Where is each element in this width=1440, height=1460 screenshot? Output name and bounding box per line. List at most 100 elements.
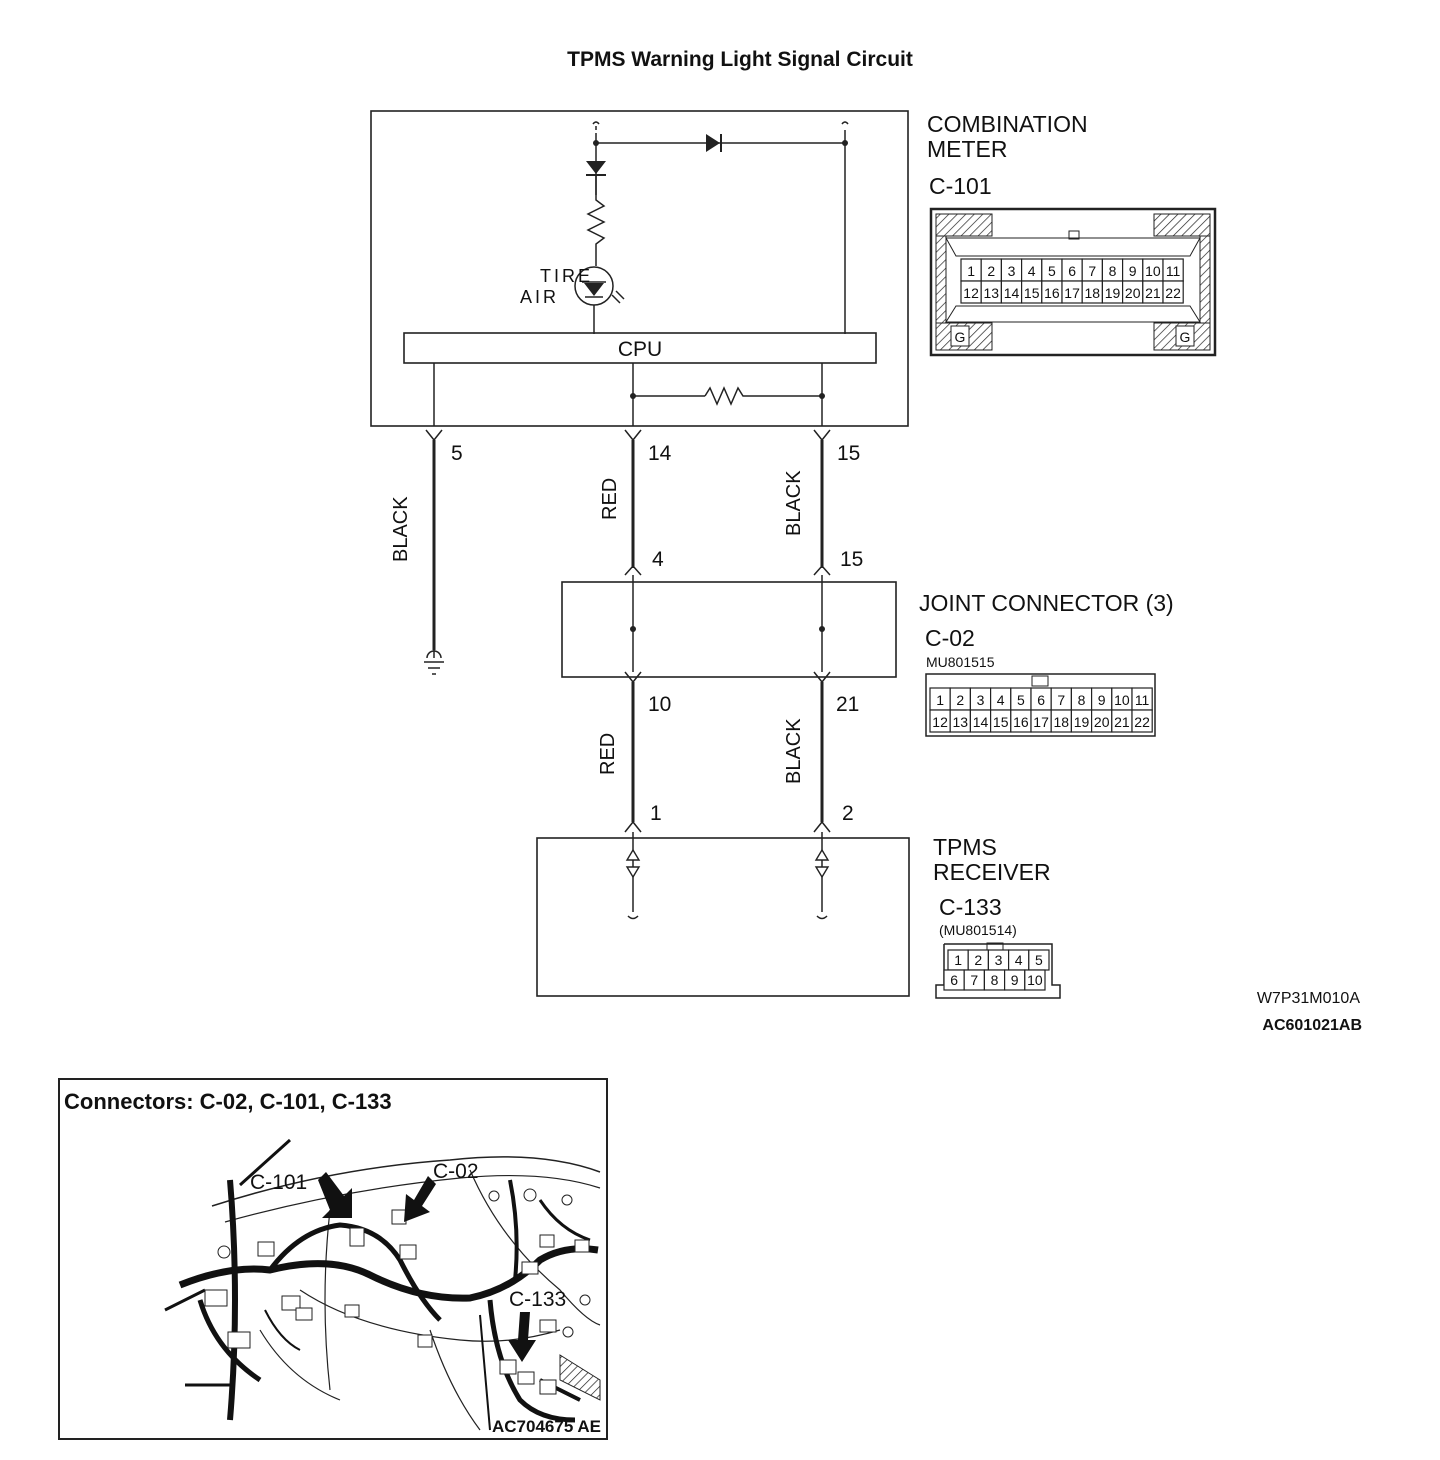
- inset-callout-c133: C-133: [509, 1288, 566, 1311]
- c101-cavity: [1162, 280, 1184, 304]
- c101-pin-label: 22: [1165, 285, 1181, 301]
- c02-pin-label: 8: [1078, 692, 1086, 708]
- figure-code-1: W7P31M010A: [1257, 990, 1360, 1007]
- wire-color-signal-upper: RED: [599, 478, 621, 520]
- connector-id-c101: C-101: [929, 173, 992, 199]
- c133-pin-label: 7: [970, 972, 978, 988]
- c101-pin-label: 19: [1105, 285, 1121, 301]
- pin-joint-10: 10: [648, 693, 671, 716]
- c101-pin-label: 5: [1048, 263, 1056, 279]
- wire-color-return-upper: BLACK: [783, 470, 805, 536]
- inset-title: Connectors: C-02, C-101, C-133: [64, 1089, 392, 1114]
- c02-pin-label: 17: [1033, 714, 1049, 730]
- diode-icon: [586, 161, 606, 174]
- diode-icon: [706, 134, 720, 152]
- ground-icon: [424, 650, 444, 675]
- c101-pin-label: 8: [1109, 263, 1117, 279]
- tpms-receiver-box: [536, 837, 910, 997]
- c101-pin-label: 17: [1064, 285, 1080, 301]
- arrow-icon: [318, 1172, 352, 1218]
- c101-pin-label: 15: [1024, 285, 1040, 301]
- resistor-icon: [586, 175, 606, 266]
- c101-pin-label: 20: [1125, 285, 1141, 301]
- c02-pin-label: 11: [1135, 692, 1150, 708]
- part-number-c02: MU801515: [926, 654, 995, 670]
- c02-pin-label: 14: [973, 714, 989, 730]
- c101-pin-label: 6: [1068, 263, 1076, 279]
- pin-joint-15: 15: [840, 548, 863, 571]
- c101-pin-label: 10: [1145, 263, 1161, 279]
- combination-meter-name-2: METER: [927, 136, 1008, 162]
- c101-pin-label: 1: [967, 263, 975, 279]
- lamp-label-tire: TIRE: [540, 266, 593, 286]
- connector-id-c02: C-02: [925, 625, 975, 651]
- c133-cavity: [1024, 969, 1046, 991]
- pin-receiver-2: 2: [842, 802, 854, 825]
- c02-pin-label: 22: [1134, 714, 1150, 730]
- c02-pin-label: 21: [1114, 714, 1130, 730]
- c02-cavity: [1131, 709, 1153, 733]
- c02-pin-label: 2: [956, 692, 964, 708]
- pin-meter-14: 14: [648, 442, 672, 465]
- wire-color-return-lower: BLACK: [783, 718, 805, 784]
- c133-pin-label: 9: [1011, 972, 1019, 988]
- c133-pin-label: 3: [995, 952, 1003, 968]
- tpms-receiver-name: TPMS: [933, 834, 997, 860]
- key-mark-right: G: [1180, 329, 1191, 345]
- combination-meter-name: COMBINATION: [927, 111, 1088, 137]
- arrow-icon: [508, 1312, 536, 1362]
- wire-color-signal-lower: RED: [597, 733, 619, 775]
- c101-pin-label: 7: [1088, 263, 1096, 279]
- combination-meter-box: [370, 110, 909, 427]
- c133-pin-label: 2: [974, 952, 982, 968]
- c02-pin-label: 18: [1054, 714, 1070, 730]
- wire-color-ground: BLACK: [390, 496, 412, 562]
- c02-pin-label: 15: [993, 714, 1009, 730]
- tpms-receiver-name-2: RECEIVER: [933, 859, 1051, 885]
- pin-meter-15: 15: [837, 442, 860, 465]
- pin-joint-21: 21: [836, 693, 859, 716]
- figure-code-2: AC601021AB: [1262, 1017, 1362, 1034]
- c133-pin-label: 10: [1027, 972, 1043, 988]
- c101-pin-label: 2: [987, 263, 995, 279]
- connector-location-inset: [58, 1078, 608, 1440]
- c133-pin-label: 8: [991, 972, 999, 988]
- c02-pin-label: 4: [997, 692, 1005, 708]
- lamp-label-air: AIR: [520, 287, 559, 307]
- cpu-block: [403, 332, 877, 364]
- c101-pin-label: 9: [1129, 263, 1137, 279]
- c133-pin-label: 6: [950, 972, 958, 988]
- inset-callout-c101: C-101: [250, 1171, 307, 1194]
- c02-pin-label: 6: [1037, 692, 1045, 708]
- c02-pin-label: 19: [1074, 714, 1090, 730]
- c02-pin-label: 13: [953, 714, 969, 730]
- c101-pin-label: 18: [1085, 285, 1101, 301]
- c02-pin-label: 16: [1013, 714, 1029, 730]
- c02-pin-label: 5: [1017, 692, 1025, 708]
- dashboard-harness-illustration: [164, 1138, 601, 1431]
- c133-pin-label: 5: [1035, 952, 1043, 968]
- pin-receiver-1: 1: [650, 802, 662, 825]
- c02-pin-label: 1: [936, 692, 944, 708]
- c101-pin-label: 16: [1044, 285, 1060, 301]
- connector-id-c133: C-133: [939, 894, 1002, 920]
- diagram-title: TPMS Warning Light Signal Circuit: [567, 48, 913, 71]
- c101-pin-label: 11: [1166, 263, 1181, 279]
- resistor-icon: [704, 386, 822, 406]
- c101-pin-label: 4: [1028, 263, 1036, 279]
- c101-pin-label: 3: [1008, 263, 1016, 279]
- c02-pin-label: 7: [1057, 692, 1065, 708]
- c101-pin-label: 21: [1145, 285, 1161, 301]
- c133-pin-label: 4: [1015, 952, 1023, 968]
- c02-pin-label: 12: [932, 714, 948, 730]
- c02-pin-label: 10: [1114, 692, 1130, 708]
- part-number-c133: (MU801514): [939, 922, 1017, 938]
- c133-pin-label: 1: [954, 952, 962, 968]
- c02-pin-label: 9: [1098, 692, 1106, 708]
- arrow-icon: [404, 1176, 436, 1222]
- cpu-label: CPU: [618, 338, 662, 361]
- c101-pin-label: 12: [963, 285, 979, 301]
